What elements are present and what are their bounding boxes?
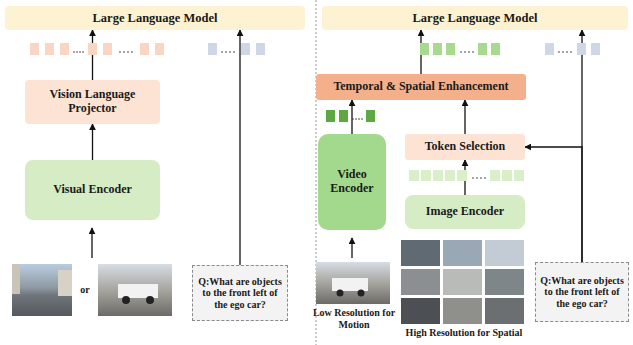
arrow-connector: [464, 100, 465, 134]
selection-box: Token Selection: [405, 134, 525, 160]
node-text: Q:What are objects to the front left of …: [540, 275, 624, 310]
question-box: Q:What are objects to the front left of …: [535, 262, 629, 322]
node-text: Large Language Model: [413, 11, 538, 25]
node-text: Video Encoder: [322, 168, 382, 196]
llm-bar: Large Language Model: [322, 6, 628, 30]
llm-bar: Large Language Model: [5, 6, 305, 30]
node-text: Visual Encoder: [53, 183, 132, 197]
caption-label: or: [74, 284, 96, 296]
arrow-connector: [351, 100, 352, 134]
encoder-box: Video Encoder: [318, 134, 386, 230]
arrow-connector: [525, 147, 582, 262]
encoder-box: Visual Encoder: [25, 160, 160, 220]
encoder-box: Image Encoder: [405, 195, 525, 229]
node-text: Large Language Model: [93, 11, 218, 25]
projector-box: Vision Language Projector: [25, 80, 160, 124]
node-text: Temporal & Spatial Enhancement: [333, 80, 508, 94]
node-text: Image Encoder: [426, 205, 504, 219]
arrow-connector: [239, 30, 240, 265]
question-box: Q:What are objects to the front left of …: [192, 265, 288, 321]
caption-label: High Resolution for Spatial: [394, 327, 534, 339]
node-text: Token Selection: [425, 140, 506, 154]
enhancement-box: Temporal & Spatial Enhancement: [316, 74, 526, 100]
node-text: Q:What are objects to the front left of …: [197, 276, 283, 311]
node-text: Vision Language Projector: [29, 88, 156, 116]
caption-label: Low Resolution for Motion: [312, 307, 396, 330]
arrow-connector: [92, 124, 93, 160]
